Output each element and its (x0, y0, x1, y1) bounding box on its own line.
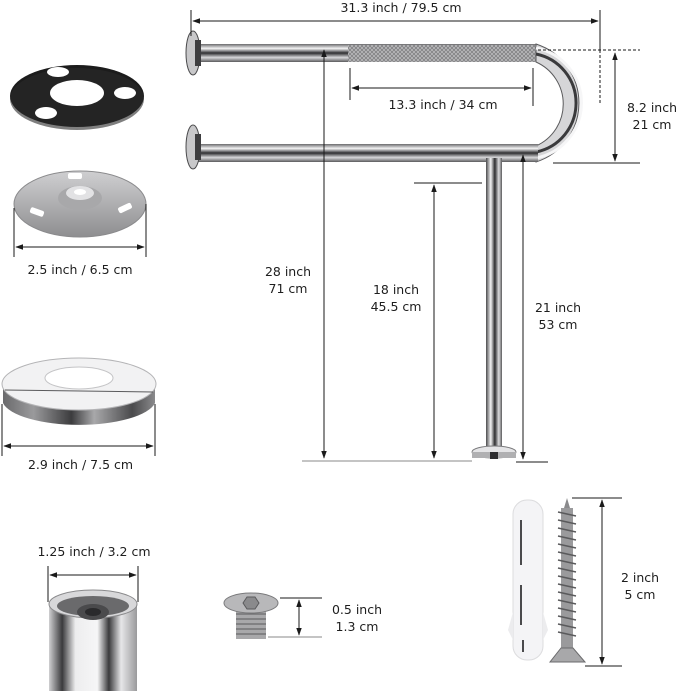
width-inch-label: 8.2 inch (626, 100, 678, 115)
bar-height-cm-label: 53 cm (538, 317, 578, 332)
rubber-gasket-illustration (10, 65, 144, 130)
overall-length-label: 31.3 inch / 79.5 cm (340, 0, 462, 15)
wood-screw-illustration (548, 498, 587, 663)
leg-length-cm-label: 45.5 cm (370, 299, 422, 314)
hex-screw-inch-label: 0.5 inch (331, 602, 383, 617)
flange-cover-dimension (1, 404, 156, 456)
bar-height-inch-label: 21 inch (534, 300, 582, 315)
leg-length-inch-label: 18 inch (372, 282, 420, 297)
wall-height-inch-label: 28 inch (264, 264, 312, 279)
mounting-plate-illustration (13, 170, 147, 238)
mounting-plate-dimension (13, 204, 147, 257)
tube-section-illustration (48, 589, 138, 691)
wall-anchor-illustration (508, 499, 548, 661)
grab-bar-illustration (185, 30, 583, 459)
anchor-screw-dimension (572, 497, 622, 667)
grip-length-label: 13.3 inch / 34 cm (388, 97, 498, 112)
hex-screw-illustration (223, 592, 279, 639)
knurled-grip-section (348, 45, 538, 62)
wood-screw-cm-label: 5 cm (624, 587, 656, 602)
tube-diameter-label: 1.25 inch / 3.2 cm (37, 544, 151, 559)
tube-diameter-dimension (47, 566, 139, 602)
flange-cover-illustration (1, 357, 157, 425)
width-cm-label: 21 cm (632, 117, 672, 132)
wood-screw-inch-label: 2 inch (620, 570, 660, 585)
flange-cover-label: 2.9 inch / 7.5 cm (27, 457, 134, 472)
wall-height-cm-label: 71 cm (268, 281, 308, 296)
dimension-lines (190, 10, 640, 463)
mounting-plate-label: 2.5 inch / 6.5 cm (27, 262, 133, 277)
hex-screw-dimension (268, 597, 322, 638)
hex-screw-cm-label: 1.3 cm (335, 619, 379, 634)
